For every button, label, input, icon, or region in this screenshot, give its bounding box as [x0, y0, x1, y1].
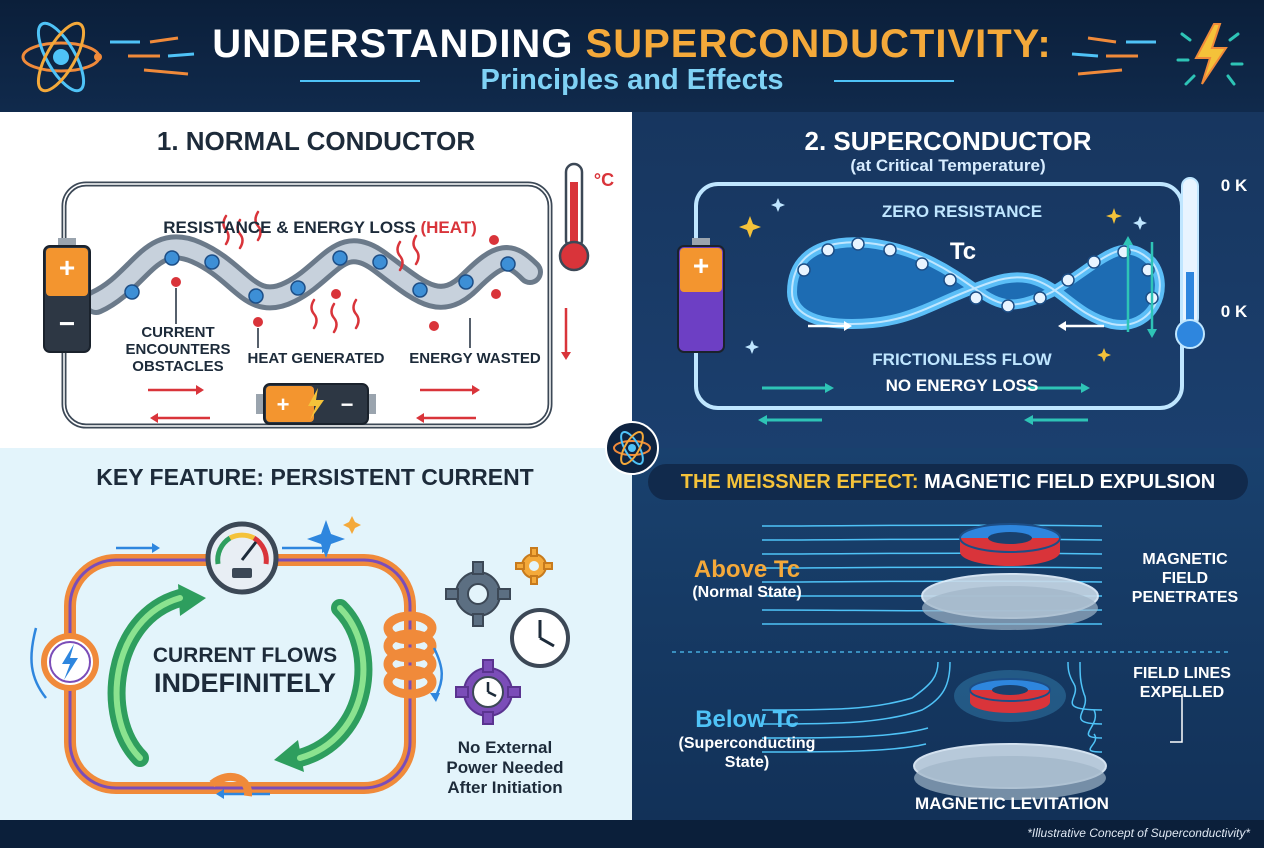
sparkle-icon: [307, 516, 361, 558]
title-accent: SUPERCONDUCTIVITY:: [585, 22, 1052, 66]
atom-icon: [21, 21, 102, 93]
subtitle-rule-left: [300, 80, 420, 82]
lightning-coil-icon: [41, 633, 99, 691]
below-tc-sub: (Superconducting State): [678, 735, 816, 771]
super-subheading: (at Critical Temperature): [850, 156, 1046, 175]
expelled-label: FIELD LINES EXPELLED: [1133, 665, 1231, 701]
header-dash-left: [110, 36, 195, 76]
obstacles-label: CURRENT ENCOUNTERS OBSTACLES: [125, 324, 231, 375]
battery-super-plus: +: [692, 250, 710, 281]
heat-generated-label: HEAT GENERATED: [247, 350, 385, 367]
battery-bottom-minus: −: [340, 392, 354, 417]
below-tc-label: Below Tc: [695, 706, 799, 733]
gear-icon: [445, 561, 511, 627]
no-loss-label: NO ENERGY LOSS: [885, 376, 1039, 395]
above-tc-sub: (Normal State): [692, 584, 802, 601]
gauge-icon: [205, 521, 279, 595]
cold-thermometer-icon: [1175, 177, 1205, 349]
frictionless-label: FRICTIONLESS FLOW: [872, 350, 1052, 369]
zero-resistance-label: ZERO RESISTANCE: [881, 202, 1043, 221]
penetrates-label: MAGNETIC FIELD PENETRATES: [1131, 551, 1239, 606]
small-gear-icon: [515, 547, 553, 585]
super-heading: 2. SUPERCONDUCTOR: [804, 126, 1092, 156]
page-subtitle: Principles and Effects: [480, 64, 784, 96]
normal-heading: 1. NORMAL CONDUCTOR: [156, 126, 476, 156]
panel-meissner-effect: THE MEISSNER EFFECT: MAGNETIC FIELD EXPU…: [632, 448, 1264, 820]
persistent-heading: KEY FEATURE: PERSISTENT CURRENT: [96, 464, 534, 490]
heat-text: (HEAT): [420, 218, 477, 237]
panel-superconductor: 2. SUPERCONDUCTOR (at Critical Temperatu…: [632, 112, 1264, 448]
loop-line2: INDEFINITELY: [153, 668, 337, 698]
battery-left-plus: +: [58, 252, 76, 283]
tc-label: Tc: [949, 238, 977, 265]
thermometer-unit: °C: [593, 170, 615, 190]
thermo-top-label: 0 K: [1220, 176, 1248, 195]
subtitle-rule-right: [834, 80, 954, 82]
title-main: UNDERSTANDING: [212, 22, 586, 66]
loop-line1: CURRENT FLOWS: [152, 644, 338, 667]
super-circuit: [694, 182, 1184, 425]
no-power-label: No External Power Needed After Initiatio…: [446, 738, 564, 797]
page-title: UNDERSTANDING SUPERCONDUCTIVITY:: [0, 22, 1264, 67]
battery-left-minus: −: [58, 308, 76, 339]
meissner-heading: THE MEISSNER EFFECT: MAGNETIC FIELD EXPU…: [648, 464, 1248, 500]
levitation-label: MAGNETIC LEVITATION: [915, 794, 1109, 813]
energy-wasted-label: ENERGY WASTED: [409, 350, 541, 367]
center-atom-icon: [605, 421, 659, 475]
normal-circuit: [61, 181, 571, 429]
meissner-heading-accent: THE MEISSNER EFFECT:: [680, 471, 919, 493]
battery-bottom-icon: [256, 383, 376, 425]
header-banner: UNDERSTANDING SUPERCONDUCTIVITY: Princip…: [0, 0, 1264, 112]
panel-normal-conductor: 1. NORMAL CONDUCTOR: [0, 112, 632, 448]
thermometer-icon: [558, 162, 590, 272]
purple-gear-clock-icon: [455, 659, 521, 725]
footer-note: *Illustrative Concept of Superconductivi…: [1027, 826, 1250, 840]
header-dash-right: [1071, 36, 1156, 76]
clock-icon: [510, 608, 570, 668]
panel-persistent-current: KEY FEATURE: PERSISTENT CURRENT: [0, 448, 632, 820]
battery-super-icon: [677, 238, 725, 353]
battery-bottom-plus: +: [276, 392, 290, 417]
battery-left-icon: [43, 238, 91, 353]
above-tc-label: Above Tc: [693, 556, 801, 583]
thermo-mid-label: 0 K: [1220, 302, 1248, 321]
lightning-icon: [1176, 23, 1244, 86]
resistance-label: RESISTANCE & ENERGY LOSS (HEAT): [150, 218, 490, 238]
meissner-heading-rest: MAGNETIC FIELD EXPULSION: [918, 471, 1216, 493]
meissner-diagram: [672, 523, 1232, 800]
resistance-text: RESISTANCE & ENERGY LOSS: [163, 218, 416, 237]
footer-bar: *Illustrative Concept of Superconductivi…: [0, 820, 1264, 848]
